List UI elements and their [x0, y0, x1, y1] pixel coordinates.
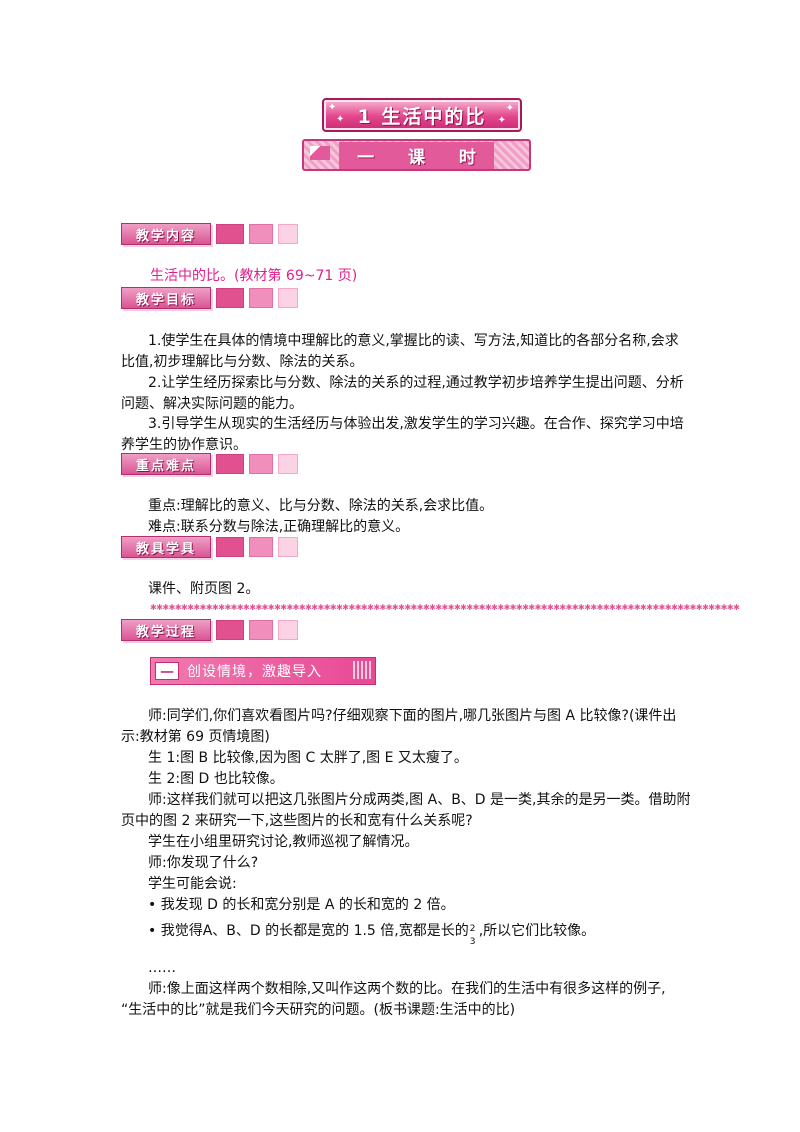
section-header-process: 教学过程 [121, 619, 298, 641]
paragraph: 师:像上面这样两个数相除,又叫作这两个数的比。在我们的生活中有很多这样的例子, [148, 981, 666, 997]
goal-2-line-2: 问题、解决实际问题的能力。 [121, 396, 303, 412]
difficulty-text: 难点:联系分数与除法,正确理解比的意义。 [148, 519, 410, 535]
paragraph: 师:同学们,你们喜欢看图片吗?仔细观察下面的图片,哪几张图片与图 A 比较像?(… [148, 708, 677, 724]
decor-square [278, 537, 298, 557]
decor-square [278, 620, 298, 640]
tools-text: 课件、附页图 2。 [148, 581, 260, 597]
decor-square [278, 288, 298, 308]
paragraph: 页中的图 2 来研究一下,这些图片的长和宽有什么关系呢? [121, 813, 473, 829]
decor-square [216, 620, 244, 640]
section-header-content: 教学内容 [121, 223, 298, 245]
subsection-header-intro: 一 创设情境，激趣导入 [150, 657, 376, 685]
goal-2-line-1: 2.让学生经历探索比与分数、除法的关系的过程,通过教学初步培养学生提出问题、分析 [148, 375, 684, 391]
decor-square [216, 537, 244, 557]
list-item: • 我发现 D 的长和宽分别是 A 的长和宽的 2 倍。 [148, 897, 455, 913]
lesson-title: 1 生活中的比 [357, 105, 487, 128]
decor-square [249, 288, 273, 308]
section-label: 教学内容 [121, 223, 211, 245]
section-header-tools: 教具学具 [121, 536, 298, 558]
section-label: 教学目标 [121, 287, 211, 309]
goal-3-line-2: 养学生的协作意识。 [121, 437, 247, 453]
decor-square [249, 620, 273, 640]
subsection-number: 一 [155, 662, 179, 681]
section-label: 教具学具 [121, 536, 211, 558]
decor-square [216, 288, 244, 308]
ellipsis: …… [148, 960, 176, 976]
fraction-numerator: 2 [469, 924, 476, 934]
section-header-key-points: 重点难点 [121, 453, 298, 475]
stripes-decoration [353, 661, 371, 679]
star-icon: ✦ [505, 103, 514, 114]
decor-square [278, 454, 298, 474]
decor-square [216, 454, 244, 474]
section-label: 教学过程 [121, 619, 211, 641]
section-header-goals: 教学目标 [121, 287, 298, 309]
key-point-text: 重点:理解比的意义、比与分数、除法的关系,会求比值。 [148, 498, 494, 514]
banner-corner-decoration [310, 146, 330, 160]
paragraph: 生 1:图 B 比较像,因为图 C 太胖了,图 E 又太瘦了。 [148, 750, 468, 766]
paragraph: 生 2:图 D 也比较像。 [148, 771, 284, 787]
paragraph: 学生可能会说: [148, 876, 237, 892]
fraction-denominator: 3 [469, 937, 476, 947]
star-icon: ✦ [328, 102, 337, 113]
star-divider: ✱✱✱✱✱✱✱✱✱✱✱✱✱✱✱✱✱✱✱✱✱✱✱✱✱✱✱✱✱✱✱✱✱✱✱✱✱✱✱✱… [150, 603, 740, 612]
paragraph: 师:你发现了什么? [148, 855, 259, 871]
lesson-subtitle-banner: 一 课 时 [302, 139, 531, 171]
decor-square [216, 224, 244, 244]
list-item-text: ,所以它们比较像。 [478, 923, 596, 939]
paragraph: “生活中的比”就是我们今天研究的问题。(板书课题:生活中的比) [121, 1002, 516, 1018]
decor-square [249, 224, 273, 244]
decor-square [278, 224, 298, 244]
paragraph: 师:这样我们就可以把这几张图片分成两类,图 A、B、D 是一类,其余的是另一类。… [148, 792, 691, 808]
decor-square [249, 537, 273, 557]
decor-square [249, 454, 273, 474]
goal-3-line-1: 3.引导学生从现实的生活经历与体验出发,激发学生的学习兴趣。在合作、探究学习中培 [148, 416, 684, 432]
goal-1-line-2: 比值,初步理解比与分数、除法的关系。 [121, 354, 364, 370]
lesson-title-banner: ✦ ✦ ✦ ✦ 1 生活中的比 [322, 98, 522, 132]
lesson-subtitle: 一 课 时 [339, 141, 494, 169]
section-label: 重点难点 [121, 453, 211, 475]
subsection-label: 创设情境，激趣导入 [187, 664, 322, 680]
star-icon: ✦ [497, 115, 506, 126]
star-icon: ✦ [336, 114, 345, 125]
paragraph: 示:教材第 69 页情境图) [121, 729, 270, 745]
content-text: 生活中的比。(教材第 69~71 页) [150, 268, 358, 284]
list-item-text: • 我觉得A、B、D 的长都是宽的 1.5 倍,宽都是长的 [148, 923, 469, 939]
paragraph: 学生在小组里研究讨论,教师巡视了解情况。 [148, 834, 419, 850]
goal-1-line-1: 1.使学生在具体的情境中理解比的意义,掌握比的读、写方法,知道比的各部分名称,会… [148, 333, 679, 349]
